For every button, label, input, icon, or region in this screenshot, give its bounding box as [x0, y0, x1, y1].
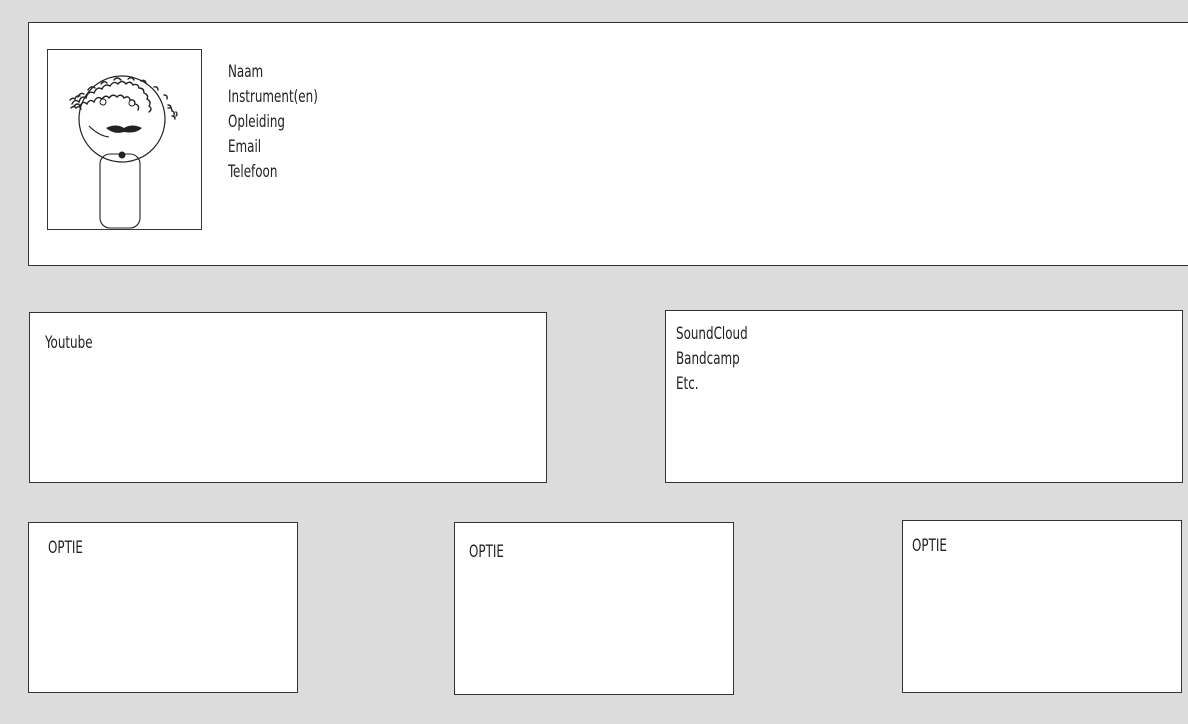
option-label-3: OPTIE	[912, 534, 947, 559]
bandcamp-link[interactable]: Bandcamp	[676, 349, 740, 369]
option-label-text: OPTIE	[48, 538, 83, 558]
option-label-1: OPTIE	[48, 536, 83, 561]
option-panel-2[interactable]	[454, 522, 734, 695]
option-label-2: OPTIE	[469, 540, 504, 565]
audio-link-list: SoundCloud Bandcamp Etc.	[676, 322, 748, 397]
field-email: Email	[228, 137, 262, 157]
youtube-label: Youtube	[45, 331, 93, 356]
youtube-panel[interactable]	[29, 312, 547, 483]
person-sketch-icon	[69, 75, 178, 229]
option-label-text: OPTIE	[469, 542, 504, 562]
option-panel-3[interactable]	[902, 520, 1182, 693]
profile-card	[28, 22, 1188, 266]
option-label-text: OPTIE	[912, 536, 947, 556]
field-name: Naam	[228, 62, 264, 82]
profile-field-list: Naam Instrument(en) Opleiding Email Tele…	[228, 60, 318, 185]
option-panel-1[interactable]	[28, 522, 298, 693]
field-education: Opleiding	[228, 112, 285, 132]
avatar	[47, 49, 202, 230]
field-phone: Telefoon	[228, 162, 278, 182]
field-instruments: Instrument(en)	[228, 87, 318, 107]
etc-link: Etc.	[676, 374, 699, 394]
soundcloud-link[interactable]: SoundCloud	[676, 324, 748, 344]
youtube-label-text: Youtube	[45, 333, 93, 353]
audio-links-panel[interactable]	[665, 310, 1183, 483]
